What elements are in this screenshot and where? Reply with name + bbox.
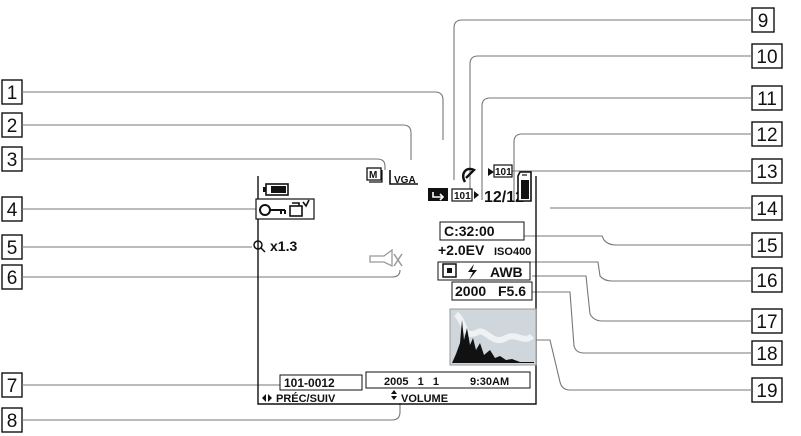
callout-3: 3 xyxy=(2,147,22,171)
arrow-updown-icon xyxy=(391,390,397,400)
leader-16 xyxy=(530,262,752,281)
svg-text:18: 18 xyxy=(756,344,777,365)
leader-8 xyxy=(22,403,400,420)
leader-18 xyxy=(524,292,752,353)
svg-text:11: 11 xyxy=(757,89,777,110)
callout-2: 2 xyxy=(2,113,22,137)
svg-text:9: 9 xyxy=(758,11,769,32)
svg-text:ISO400: ISO400 xyxy=(494,246,531,258)
file-number: 101-0012 xyxy=(280,375,362,390)
svg-text:16: 16 xyxy=(756,271,777,292)
guide-bar: PRÉC/SUIV VOLUME xyxy=(262,390,448,405)
callout-15: 15 xyxy=(752,233,782,257)
svg-text:F5.6: F5.6 xyxy=(498,283,526,299)
folder-icon: 101 xyxy=(452,189,479,202)
svg-text:AWB: AWB xyxy=(490,264,523,280)
leader-lines xyxy=(22,20,752,420)
callout-5: 5 xyxy=(2,235,22,259)
remaining-time: C:32:00 xyxy=(440,222,524,240)
callout-10: 10 xyxy=(752,44,782,68)
callout-4: 4 xyxy=(2,197,22,221)
svg-text:5: 5 xyxy=(7,238,18,259)
svg-text:4: 4 xyxy=(7,200,18,221)
callout-12: 12 xyxy=(752,122,782,146)
callout-17: 17 xyxy=(752,309,782,333)
leader-12 xyxy=(514,134,752,200)
svg-text:17: 17 xyxy=(756,312,777,333)
battery-icon xyxy=(263,184,288,195)
metering-flash-wb: AWB xyxy=(438,262,530,280)
leader-3 xyxy=(22,159,385,170)
svg-text:8: 8 xyxy=(7,411,18,432)
svg-text:VGA: VGA xyxy=(394,175,416,186)
callout-13: 13 xyxy=(752,159,782,183)
date-time: 2005 1 1 9:30AM xyxy=(366,372,530,388)
svg-text:C:32:00: C:32:00 xyxy=(444,223,495,239)
svg-text:9:30AM: 9:30AM xyxy=(470,376,509,388)
memory-folder-icon: 101 xyxy=(488,165,512,178)
image-size-indicator: VGA xyxy=(390,170,418,186)
multiburst-icon: M xyxy=(367,168,382,182)
folder-change-icon xyxy=(428,188,448,201)
arrow-left-icon xyxy=(262,394,266,402)
svg-text:VOLUME: VOLUME xyxy=(401,393,448,405)
leader-15 xyxy=(524,236,752,245)
svg-text:2: 2 xyxy=(7,116,18,137)
svg-text:13: 13 xyxy=(756,162,777,183)
callout-14: 14 xyxy=(752,196,782,220)
pictbridge-disconnect-icon xyxy=(370,250,402,266)
svg-text:1: 1 xyxy=(7,83,18,104)
leader-2 xyxy=(22,125,411,160)
svg-text:3: 3 xyxy=(7,150,18,171)
memory-remaining-icon xyxy=(518,172,531,201)
leader-19 xyxy=(536,340,752,390)
zoom-value: x1.3 xyxy=(270,238,297,254)
svg-text:19: 19 xyxy=(756,381,777,402)
arrow-right-icon xyxy=(268,394,272,402)
svg-text:+2.0EV: +2.0EV xyxy=(438,242,485,258)
zoom-indicator: x1.3 xyxy=(254,238,297,254)
callout-19: 19 xyxy=(752,378,782,402)
exposure-iso: +2.0EV ISO400 xyxy=(438,242,531,258)
histogram xyxy=(450,309,536,365)
svg-text:12: 12 xyxy=(756,125,777,146)
protect-print-icons xyxy=(256,199,314,219)
svg-text:6: 6 xyxy=(7,268,18,289)
leader-9 xyxy=(454,20,752,180)
svg-text:M: M xyxy=(369,170,377,181)
svg-text:10: 10 xyxy=(756,47,777,68)
recording-icon xyxy=(463,169,474,182)
leader-17 xyxy=(532,276,752,321)
shutter-aperture: 2000 F5.6 xyxy=(452,282,532,300)
callout-9: 9 xyxy=(752,8,774,32)
callout-1: 1 xyxy=(2,80,22,104)
svg-text:101: 101 xyxy=(495,167,512,178)
svg-text:14: 14 xyxy=(756,199,778,220)
callout-7: 7 xyxy=(2,373,22,397)
svg-text:2000: 2000 xyxy=(455,283,486,299)
svg-text:2005 1 1: 2005 1 1 xyxy=(384,376,439,388)
svg-text:15: 15 xyxy=(756,236,777,257)
callout-18: 18 xyxy=(752,341,782,365)
leader-1 xyxy=(22,92,443,140)
callout-16: 16 xyxy=(752,268,782,292)
svg-text:PRÉC/SUIV: PRÉC/SUIV xyxy=(276,392,336,405)
svg-text:7: 7 xyxy=(7,376,18,397)
svg-text:101-0012: 101-0012 xyxy=(284,376,335,390)
callout-6: 6 xyxy=(2,265,22,289)
callout-8: 8 xyxy=(2,408,22,432)
svg-text:101: 101 xyxy=(454,191,471,202)
leader-6 xyxy=(22,270,400,277)
callout-11: 11 xyxy=(752,86,782,110)
